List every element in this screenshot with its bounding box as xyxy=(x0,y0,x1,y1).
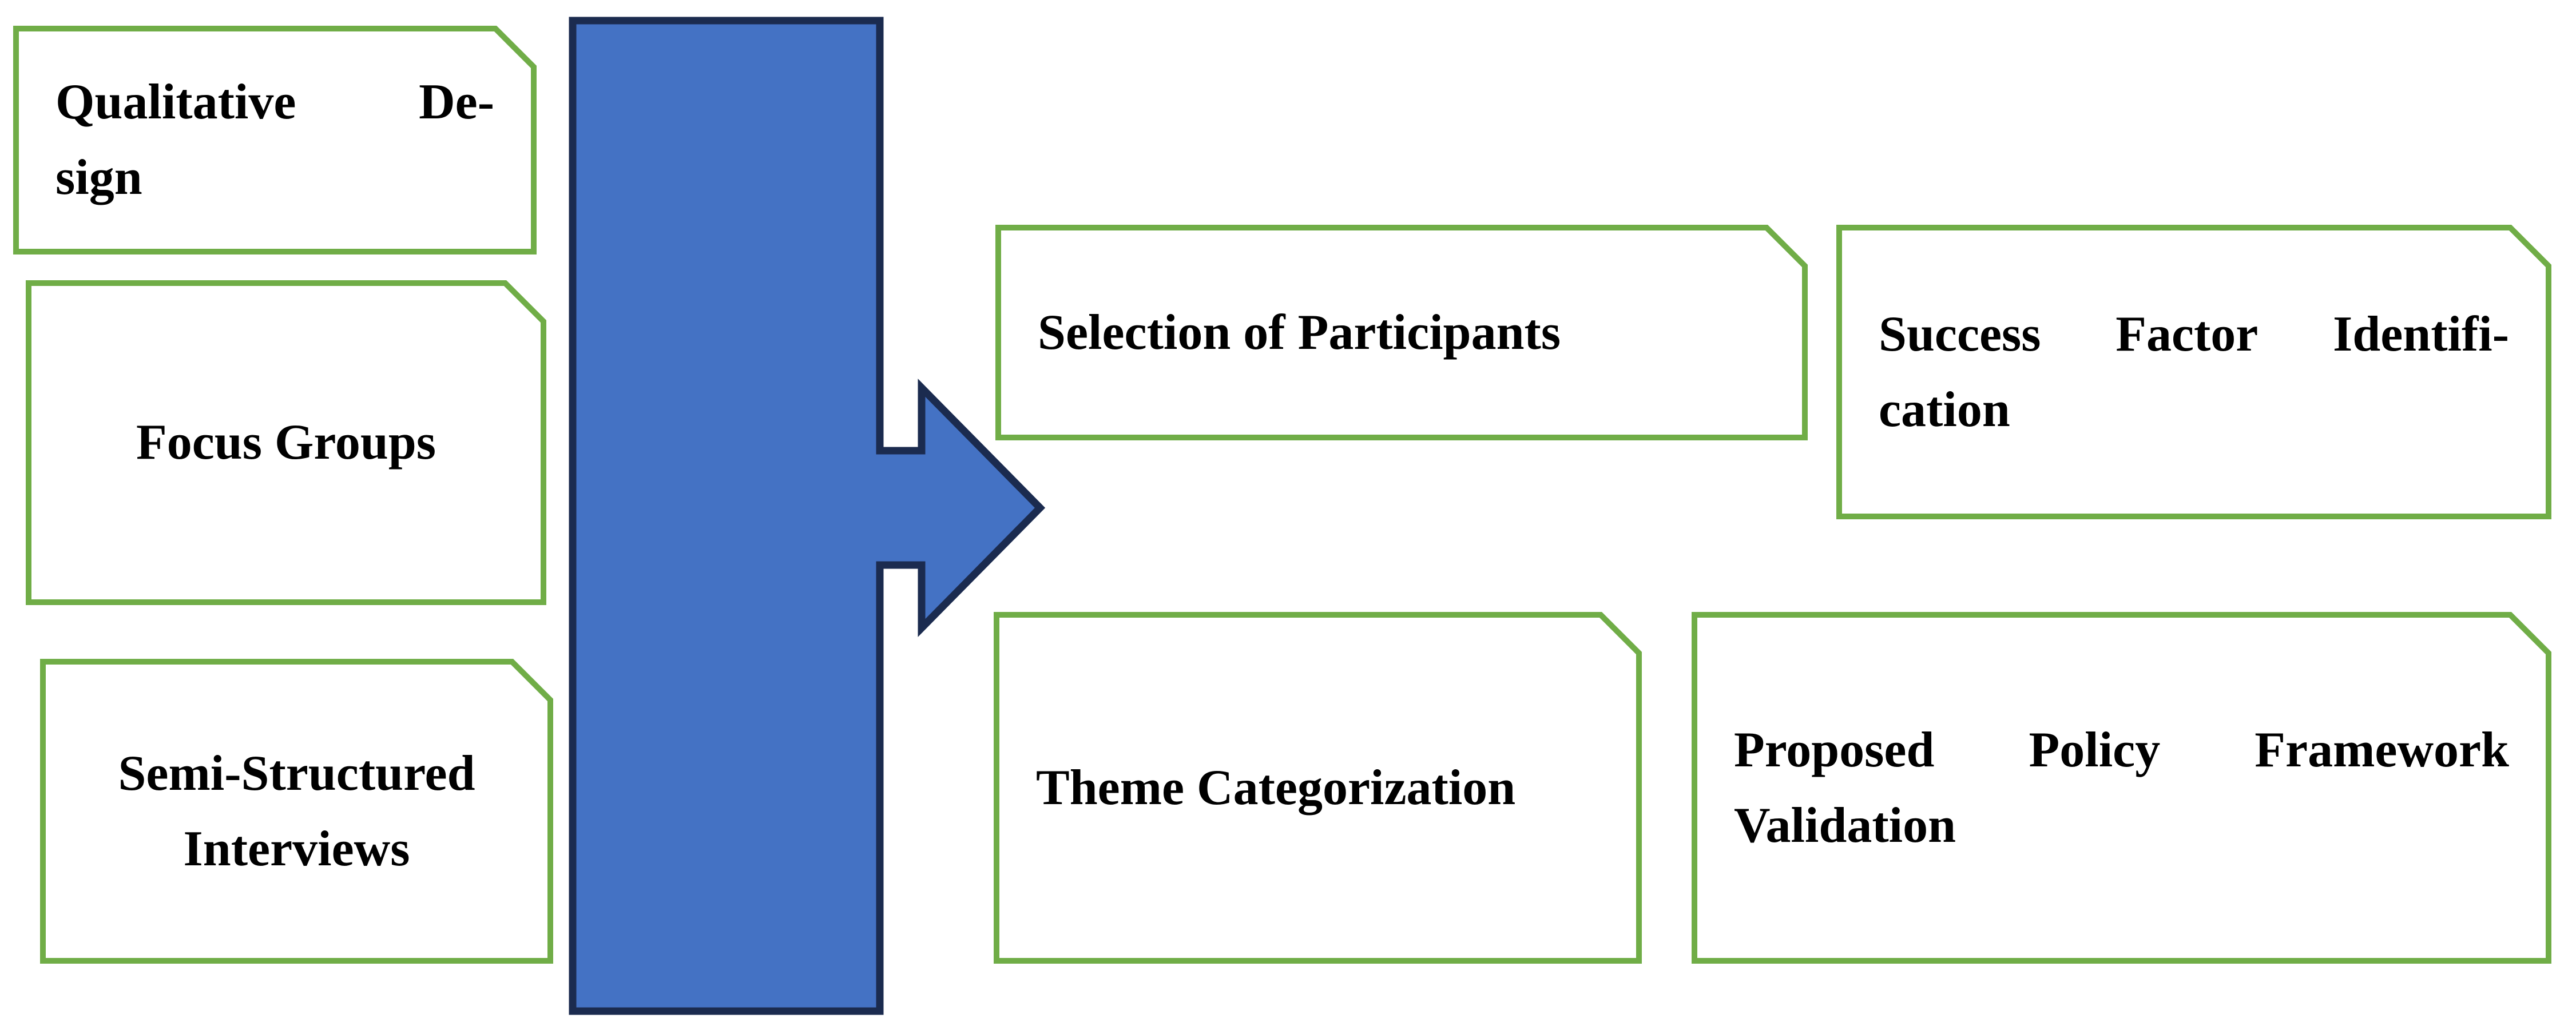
box-focus-groups: Focus Groups xyxy=(26,280,546,605)
snip-corner-frame xyxy=(994,612,1642,964)
box-success-factor-identification: Success Factor Identifi-cation xyxy=(1836,225,2551,519)
text-line: Interviews xyxy=(183,821,410,877)
text-word: Identifi- xyxy=(2333,306,2509,362)
text-line: Proposed Policy Framework xyxy=(1734,713,2509,788)
text-word: Factor xyxy=(2115,306,2259,362)
box-theme-categorization-text: Theme Categorization xyxy=(994,612,1642,964)
box-theme-categorization: Theme Categorization xyxy=(994,612,1642,964)
text-line: sign xyxy=(55,150,142,205)
text-word: Policy xyxy=(2029,722,2161,778)
text-word: Framework xyxy=(2255,722,2509,778)
snip-corner-frame xyxy=(40,659,553,964)
text-line: Validation xyxy=(1734,797,1956,853)
box-selection-of-participants: Selection of Participants xyxy=(995,225,1808,440)
snip-corner-frame xyxy=(1692,612,2551,964)
text-word: Success xyxy=(1879,306,2041,362)
text-word: De- xyxy=(419,74,494,130)
snip-corner-path xyxy=(26,280,546,605)
flow-arrow-shape xyxy=(569,17,1046,1015)
snip-corner-path xyxy=(1836,225,2551,519)
box-qualitative-design: Qualitative De-sign xyxy=(13,26,537,254)
text-line: Semi-Structured xyxy=(118,745,475,801)
text-line: Selection of Participants xyxy=(1038,304,1561,360)
snip-corner-path xyxy=(994,612,1642,964)
text-line: Qualitative De- xyxy=(55,65,494,140)
box-success-factor-identification-text: Success Factor Identifi-cation xyxy=(1836,225,2551,519)
box-qualitative-design-text: Qualitative De-sign xyxy=(13,26,537,254)
flow-arrow xyxy=(569,17,1046,1015)
text-line: cation xyxy=(1879,381,2010,438)
snip-corner-path xyxy=(40,659,553,964)
snip-corner-frame xyxy=(13,26,537,254)
snip-corner-frame xyxy=(26,280,546,605)
box-selection-of-participants-text: Selection of Participants xyxy=(995,225,1808,440)
snip-corner-path xyxy=(995,225,1808,440)
snip-corner-frame xyxy=(1836,225,2551,519)
snip-corner-path xyxy=(13,26,537,254)
box-focus-groups-text: Focus Groups xyxy=(26,280,546,605)
snip-corner-frame xyxy=(995,225,1808,440)
text-line: Success Factor Identifi- xyxy=(1879,297,2509,372)
snip-corner-path xyxy=(1692,612,2551,964)
text-word: Proposed xyxy=(1734,722,1935,778)
text-line: Theme Categorization xyxy=(1036,759,1516,816)
text-word: Qualitative xyxy=(55,74,296,130)
text-line: Focus Groups xyxy=(136,415,436,470)
